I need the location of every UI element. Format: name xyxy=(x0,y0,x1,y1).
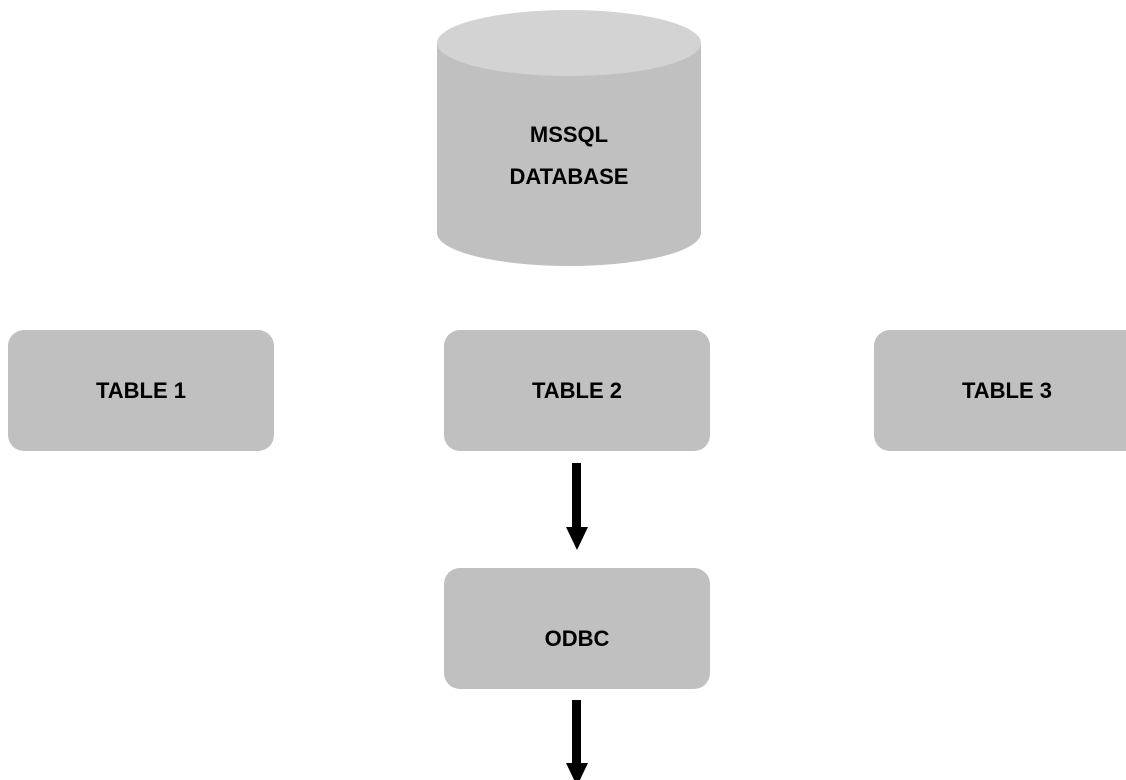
arrow-table2-to-odbc xyxy=(566,463,588,550)
database-cylinder-body xyxy=(437,43,701,266)
odbc-box xyxy=(444,568,710,689)
odbc-label: ODBC xyxy=(545,626,610,651)
database-node: MSSQL DATABASE xyxy=(437,10,701,266)
table-1-box xyxy=(8,330,274,451)
table-1-label: TABLE 1 xyxy=(96,378,186,403)
table-3-box xyxy=(874,330,1126,451)
database-label-line1: MSSQL xyxy=(530,122,608,147)
table-2-node: TABLE 2 xyxy=(444,330,710,451)
database-cylinder-top xyxy=(437,10,701,76)
table-1-node: TABLE 1 xyxy=(8,330,274,451)
arrow-odbc-down xyxy=(566,700,588,780)
database-label-line2: DATABASE xyxy=(510,164,629,189)
table-3-label: TABLE 3 xyxy=(962,378,1052,403)
table-3-node: TABLE 3 xyxy=(874,330,1126,451)
table-2-box xyxy=(444,330,710,451)
table-2-label: TABLE 2 xyxy=(532,378,622,403)
odbc-node: ODBC xyxy=(444,568,710,689)
